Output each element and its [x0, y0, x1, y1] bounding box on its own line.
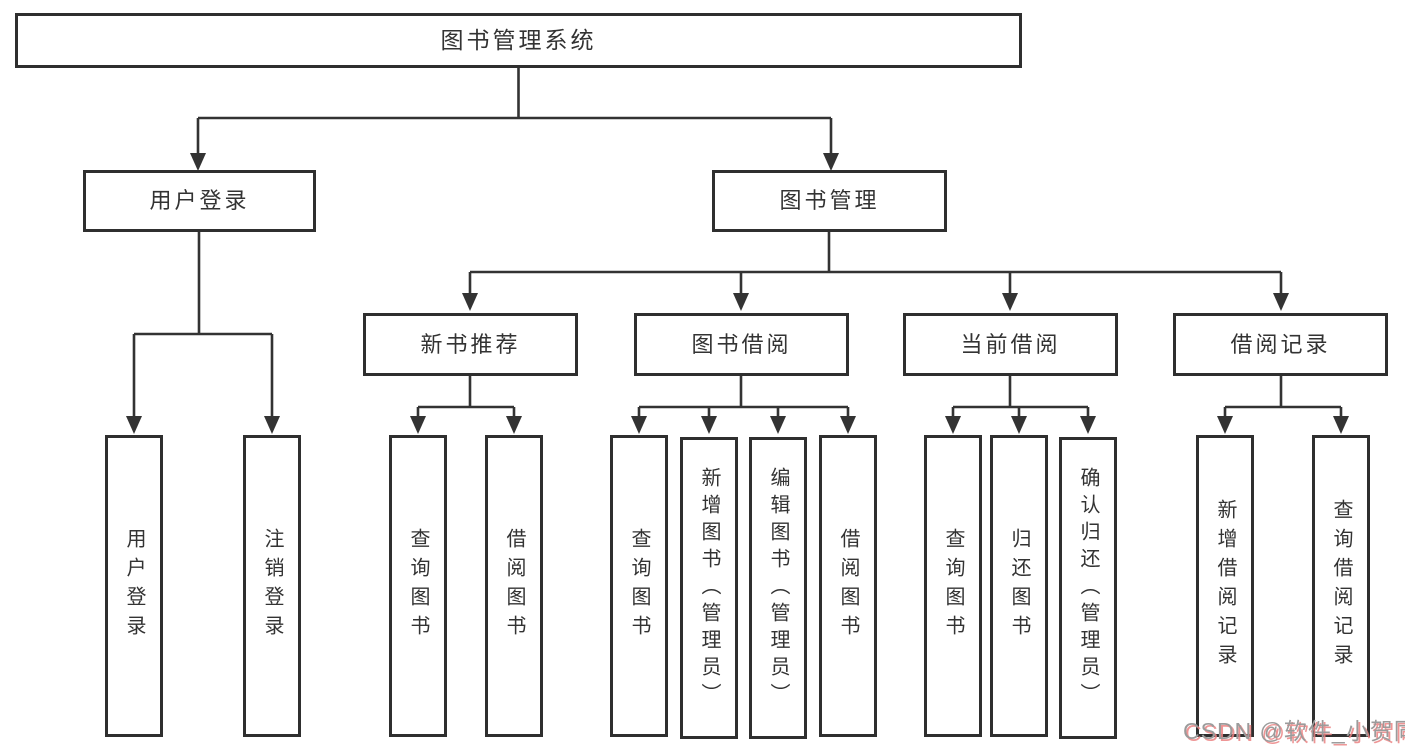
- leaf-query-book-current: 查询图书: [924, 435, 982, 737]
- leaf-logout: 注销登录: [243, 435, 301, 737]
- leaf-confirm-return-admin: 确认归还（管理员）: [1059, 437, 1117, 739]
- leaf-user-login: 用户登录: [105, 435, 163, 737]
- leaf-add-borrow-record: 新增借阅记录: [1196, 435, 1254, 737]
- leaf-add-book-admin: 新增图书（管理员）: [680, 437, 738, 739]
- leaf-query-book-borrow: 查询图书: [610, 435, 668, 737]
- csdn-watermark: CSDN @软件_小贺同学: [1183, 718, 1405, 744]
- leaf-query-borrow-record: 查询借阅记录: [1312, 435, 1370, 737]
- arrowheads: [126, 153, 1349, 434]
- leaf-borrow-book-recommend: 借阅图书: [485, 435, 543, 737]
- node-new-book-recommend: 新书推荐: [363, 313, 578, 376]
- leaf-return-book: 归还图书: [990, 435, 1048, 737]
- leaf-borrow-book: 借阅图书: [819, 435, 877, 737]
- node-book-borrow: 图书借阅: [634, 313, 849, 376]
- node-library-system: 图书管理系统: [15, 13, 1022, 68]
- leaf-edit-book-admin: 编辑图书（管理员）: [749, 437, 807, 739]
- leaf-query-book-recommend: 查询图书: [389, 435, 447, 737]
- node-book-management: 图书管理: [712, 170, 947, 232]
- node-current-borrow: 当前借阅: [903, 313, 1118, 376]
- node-user-login: 用户登录: [83, 170, 316, 232]
- node-borrow-record: 借阅记录: [1173, 313, 1388, 376]
